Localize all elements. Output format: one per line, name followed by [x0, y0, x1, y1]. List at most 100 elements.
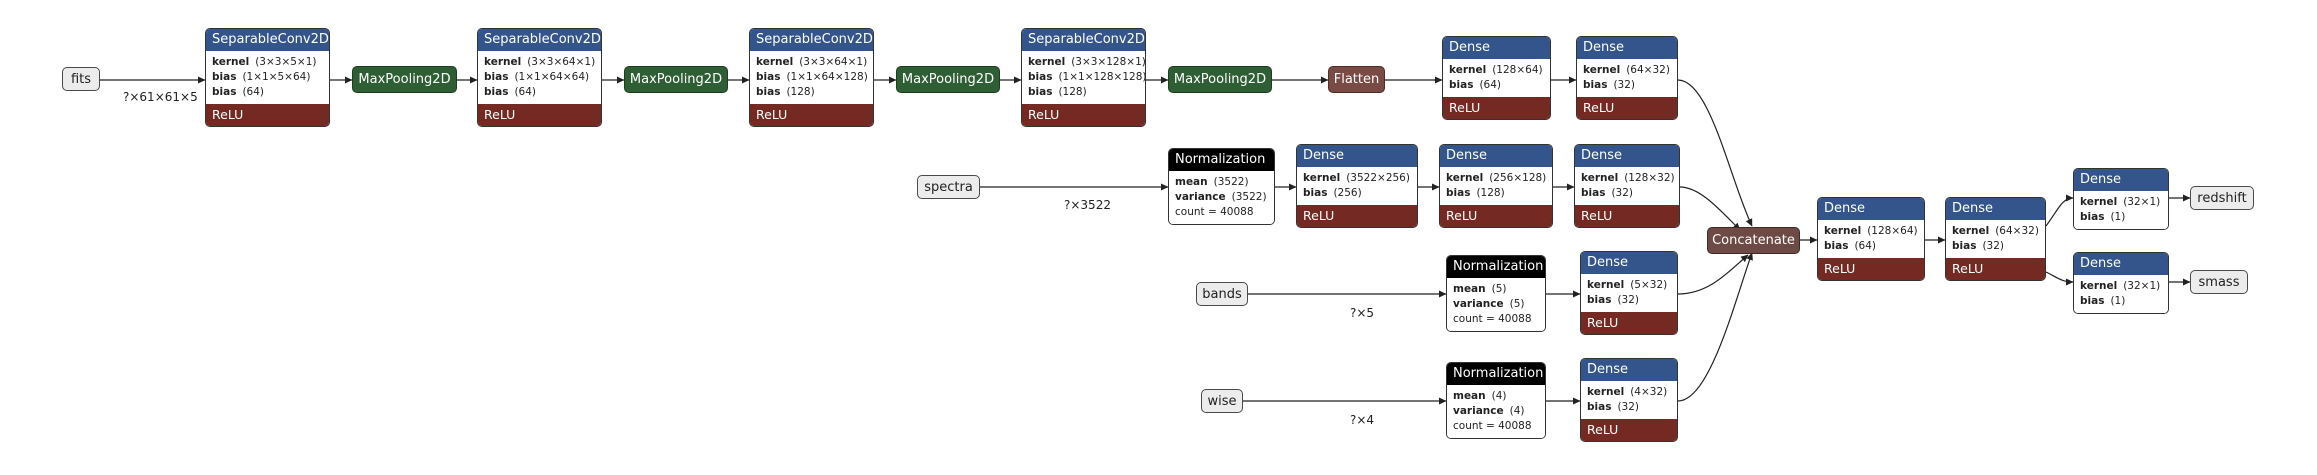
field-label: bias — [1583, 79, 1608, 91]
field-label: kernel — [1583, 64, 1621, 76]
field-label: bias — [1587, 401, 1612, 413]
dense-layer-wise: Dense kernel(4×32) bias(32) ReLU — [1580, 358, 1678, 442]
bias-shape: (1×1×128×128) — [1058, 71, 1146, 83]
normalization-layer-wise: Normalization mean(4) variance(4) count … — [1446, 362, 1546, 439]
activation-label: ReLU — [1946, 258, 2045, 280]
bias-shape: (64) — [242, 86, 265, 98]
normalization-layer-bands: Normalization mean(5) variance(5) count … — [1446, 255, 1546, 332]
separableconv2d-layer-3: SeparableConv2D kernel(3×3×64×1) bias(1×… — [749, 28, 874, 127]
separableconv2d-layer-2: SeparableConv2D kernel(3×3×64×1) bias(1×… — [477, 28, 602, 127]
bias-shape: (64) — [1479, 79, 1502, 91]
field-label: kernel — [1446, 172, 1484, 184]
bias-shape: (256) — [1333, 187, 1362, 199]
field-label: kernel — [1587, 386, 1625, 398]
field-label: bias — [1303, 187, 1328, 199]
separableconv2d-layer-1: SeparableConv2D kernel (3×3×5×1) bias (1×1… — [205, 28, 330, 127]
separableconv2d-layer-4: SeparableConv2D kernel(3×3×128×1) bias(1… — [1021, 28, 1146, 127]
kernel-shape: (3×3×128×1) — [1071, 56, 1146, 68]
bias-shape: (128) — [1476, 187, 1505, 199]
field-label: bias — [484, 71, 509, 83]
field-label: bias — [1446, 187, 1471, 199]
field-label: kernel — [1587, 279, 1625, 291]
field-label: bias — [1028, 71, 1053, 83]
edge-dense2-concat — [1677, 79, 1753, 227]
bias-shape: (128) — [786, 86, 815, 98]
input-bands: bands — [1196, 282, 1248, 306]
field-label: bias — [756, 71, 781, 83]
mean-shape: (5) — [1491, 283, 1507, 295]
field-label: kernel — [1824, 225, 1862, 237]
variance-shape: (5) — [1509, 298, 1525, 310]
dense-layer-spectra-1: Dense kernel(3522×256) bias(256) ReLU — [1296, 144, 1418, 228]
output-smass: smass — [2190, 270, 2248, 294]
edge-dense3-concat — [1679, 186, 1741, 231]
field-label: bias — [1587, 294, 1612, 306]
edge-wise-concat — [1677, 252, 1753, 402]
field-label: bias — [756, 86, 781, 98]
bias-shape: (32) — [1611, 187, 1634, 199]
bias-shape: (128) — [1058, 86, 1087, 98]
maxpooling2d-layer-4: MaxPooling2D — [1168, 66, 1272, 93]
kernel-shape: (64×32) — [1995, 225, 2039, 237]
input-wise: wise — [1201, 389, 1243, 413]
layer-title: SeparableConv2D — [206, 29, 329, 51]
bias-shape: (1) — [2110, 211, 2126, 223]
field-label: kernel — [212, 56, 250, 68]
layer-title: Dense — [1440, 145, 1552, 167]
kernel-shape: (32×1) — [2123, 280, 2161, 292]
dense-layer-spectra-2: Dense kernel(256×128) bias(128) ReLU — [1439, 144, 1553, 228]
field-label: bias — [1449, 79, 1474, 91]
field-label: bias — [212, 71, 237, 83]
concatenate-layer: Concatenate — [1707, 227, 1800, 254]
bias-shape: (1×1×5×64) — [242, 71, 311, 83]
dense-layer-output-redshift: Dense kernel (32×1) bias (1) — [2073, 168, 2169, 230]
bias-shape: (32) — [1982, 240, 2005, 252]
layer-title: SeparableConv2D — [750, 29, 873, 51]
activation-label: ReLU — [478, 104, 601, 126]
activation-label: ReLU — [1581, 419, 1677, 441]
field-label: kernel — [484, 56, 522, 68]
field-label: kernel — [2080, 196, 2118, 208]
output-redshift: redshift — [2190, 186, 2254, 210]
field-label: kernel — [756, 56, 794, 68]
bias-shape: (1×1×64×128) — [786, 71, 868, 83]
edge-bands-concat — [1677, 254, 1749, 295]
shape-label-spectra: ?×3522 — [1064, 198, 1111, 212]
field-label: mean — [1453, 390, 1486, 402]
bias-shape: (32) — [1617, 294, 1640, 306]
kernel-shape: (3×3×5×1) — [255, 56, 317, 68]
dense-layer-spectra-3: Dense kernel(128×32) bias(32) ReLU — [1574, 144, 1680, 228]
kernel-shape: (5×32) — [1630, 279, 1668, 291]
field-label: mean — [1453, 283, 1486, 295]
layer-title: SeparableConv2D — [478, 29, 601, 51]
bias-shape: (64) — [514, 86, 537, 98]
layer-title: Normalization — [1169, 149, 1274, 171]
field-label: bias — [1581, 187, 1606, 199]
field-label: variance — [1453, 405, 1504, 417]
activation-label: ReLU — [1818, 258, 1924, 280]
kernel-shape: (32×1) — [2123, 196, 2161, 208]
layer-title: Dense — [2074, 169, 2168, 191]
dense-layer-bands: Dense kernel(5×32) bias(32) ReLU — [1580, 251, 1678, 335]
activation-label: ReLU — [206, 104, 329, 126]
field-label: bias — [2080, 211, 2105, 223]
activation-label: ReLU — [1577, 97, 1677, 119]
normalization-layer-spectra: Normalization mean(3522) variance(3522) … — [1168, 148, 1275, 225]
activation-label: ReLU — [1440, 205, 1552, 227]
field-label: bias — [212, 86, 237, 98]
shape-label-fits: ?×61×61×5 — [123, 90, 198, 104]
shape-label-bands: ?×5 — [1350, 306, 1375, 320]
kernel-shape: (3×3×64×1) — [527, 56, 596, 68]
activation-label: ReLU — [1575, 205, 1679, 227]
maxpooling2d-layer-3: MaxPooling2D — [896, 66, 1000, 93]
layer-title: Normalization — [1447, 363, 1545, 385]
kernel-shape: (3522×256) — [1346, 172, 1410, 184]
field-label: mean — [1175, 176, 1208, 188]
layer-title: Normalization — [1447, 256, 1545, 278]
dense-layer-head-2: Dense kernel(64×32) bias(32) ReLU — [1945, 197, 2046, 281]
mean-shape: (3522) — [1213, 176, 1249, 188]
kernel-shape: (128×64) — [1867, 225, 1918, 237]
variance-shape: (4) — [1509, 405, 1525, 417]
field-label: variance — [1453, 298, 1504, 310]
